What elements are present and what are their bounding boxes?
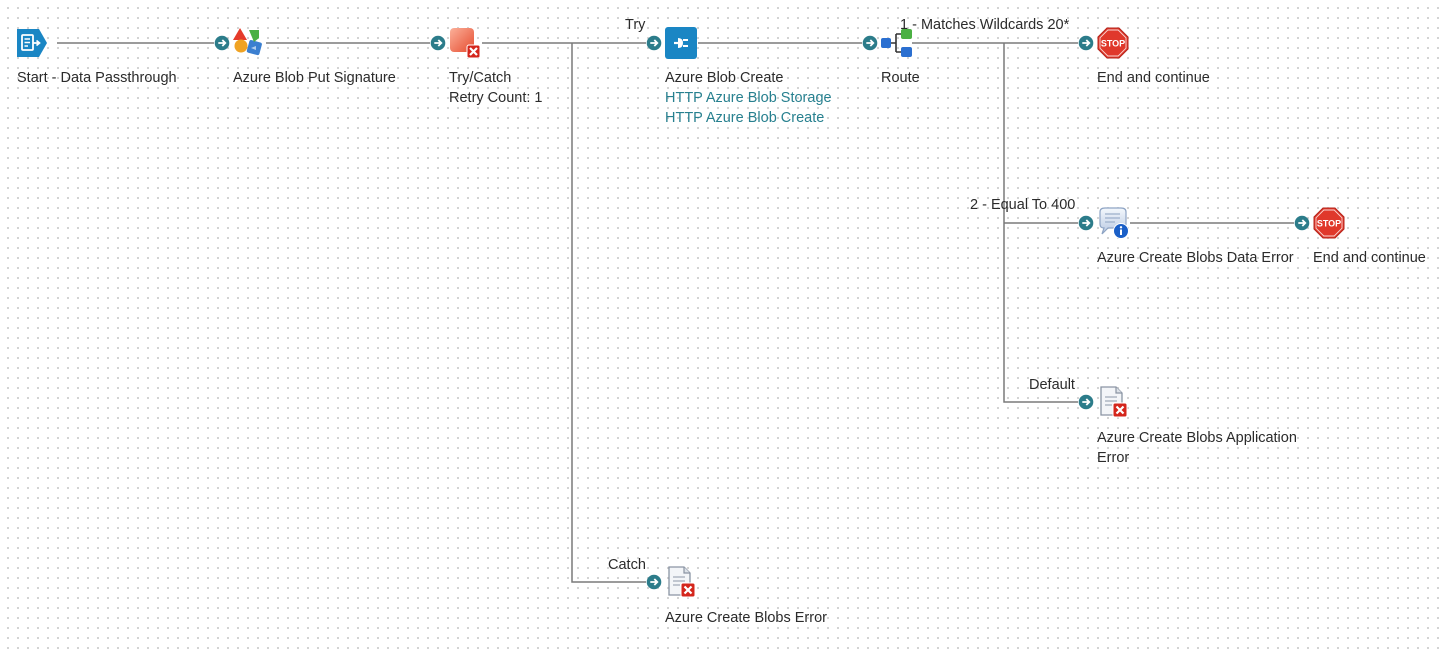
svg-text:STOP: STOP [1101, 39, 1125, 49]
link-http-azure-blob-storage[interactable]: HTTP Azure Blob Storage [665, 90, 832, 106]
node-data-error-label: Azure Create Blobs Data Error [1097, 250, 1294, 266]
input-connector-icon[interactable] [646, 574, 662, 590]
branch-label-route-2: 2 - Equal To 400 [970, 197, 1076, 213]
document-error-icon [664, 565, 698, 599]
input-connector-icon[interactable] [862, 35, 878, 51]
document-arrow-icon [14, 26, 48, 60]
try-catch-icon [448, 26, 482, 60]
try-catch-title: Try/Catch [449, 70, 512, 86]
node-app-error-label: Azure Create Blobs Application Error [1097, 428, 1297, 468]
input-connector-icon[interactable] [646, 35, 662, 51]
input-connector-icon[interactable] [1294, 215, 1310, 231]
svg-text:STOP: STOP [1317, 219, 1341, 229]
app-error-title-line2: Error [1097, 450, 1130, 466]
node-end-1-label: End and continue [1097, 70, 1210, 86]
stop-sign-icon: STOP [1312, 206, 1346, 240]
stop-sign-icon: STOP [1096, 26, 1130, 60]
wire-route-default [1003, 43, 1078, 403]
node-blob-create-label: Azure Blob Create HTTP Azure Blob Storag… [665, 68, 832, 128]
input-connector-icon[interactable] [214, 35, 230, 51]
route-icon [880, 26, 914, 60]
branch-label-route-1: 1 - Matches Wildcards 20* [900, 17, 1070, 33]
wire-catch-to-blobs-error [571, 43, 646, 583]
node-blobs-error-label: Azure Create Blobs Error [665, 610, 827, 626]
input-connector-icon[interactable] [430, 35, 446, 51]
try-catch-retry-count: Retry Count: 1 [449, 90, 543, 106]
input-connector-icon[interactable] [1078, 35, 1094, 51]
input-connector-icon[interactable] [1078, 215, 1094, 231]
blob-create-title: Azure Blob Create [665, 70, 784, 86]
branch-label-catch: Catch [608, 557, 646, 573]
node-try-catch-label: Try/Catch Retry Count: 1 [449, 68, 543, 108]
node-start-label: Start - Data Passthrough [17, 70, 177, 86]
link-http-azure-blob-create[interactable]: HTTP Azure Blob Create [665, 110, 825, 126]
document-error-icon [1096, 385, 1130, 419]
branch-label-route-default: Default [1029, 377, 1075, 393]
input-connector-icon[interactable] [1078, 394, 1094, 410]
connector-plug-icon [664, 26, 698, 60]
node-route-label: Route [881, 70, 920, 86]
node-put-signature-label: Azure Blob Put Signature [233, 70, 396, 86]
branch-label-try: Try [625, 17, 646, 33]
message-info-icon [1096, 206, 1130, 240]
shapes-transform-icon [232, 26, 266, 60]
app-error-title-line1: Azure Create Blobs Application [1097, 430, 1297, 446]
node-end-2-label: End and continue [1313, 250, 1426, 266]
